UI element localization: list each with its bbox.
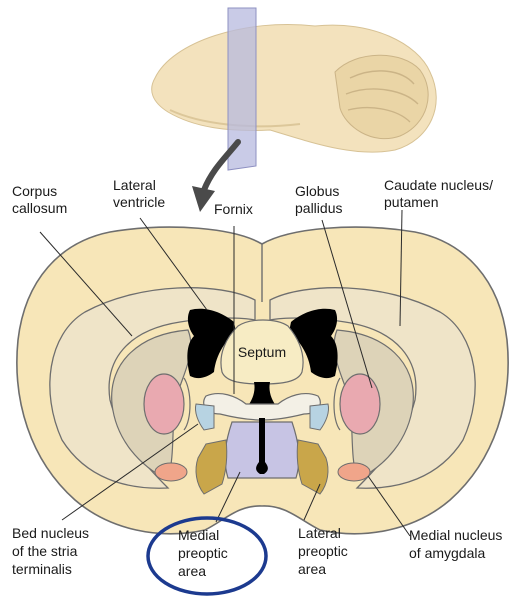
medial-amygdala-left [155, 463, 187, 481]
globus-pallidus-right [340, 374, 380, 434]
label-corpus-callosum: Corpus callosum [12, 183, 67, 216]
medial-amygdala-right [338, 463, 370, 481]
label-lateral-preoptic: Lateral preoptic area [298, 525, 352, 577]
label-caudate-putamen: Caudate nucleus/ putamen [384, 177, 497, 210]
label-bed-nucleus: Bed nucleus of the stria terminalis [12, 525, 93, 577]
label-medial-preoptic: Medial preoptic area [178, 527, 232, 579]
label-septum: Septum [238, 344, 286, 360]
label-fornix: Fornix [214, 201, 253, 217]
label-globus-pallidus: Globus pallidus [295, 183, 343, 216]
label-lateral-ventricle: Lateral ventricle [113, 177, 165, 210]
arrow-head [192, 186, 215, 212]
label-medial-amygdala: Medial nucleus of amygdala [409, 527, 506, 561]
globus-pallidus-left [144, 374, 184, 434]
coronal-section [17, 227, 508, 534]
